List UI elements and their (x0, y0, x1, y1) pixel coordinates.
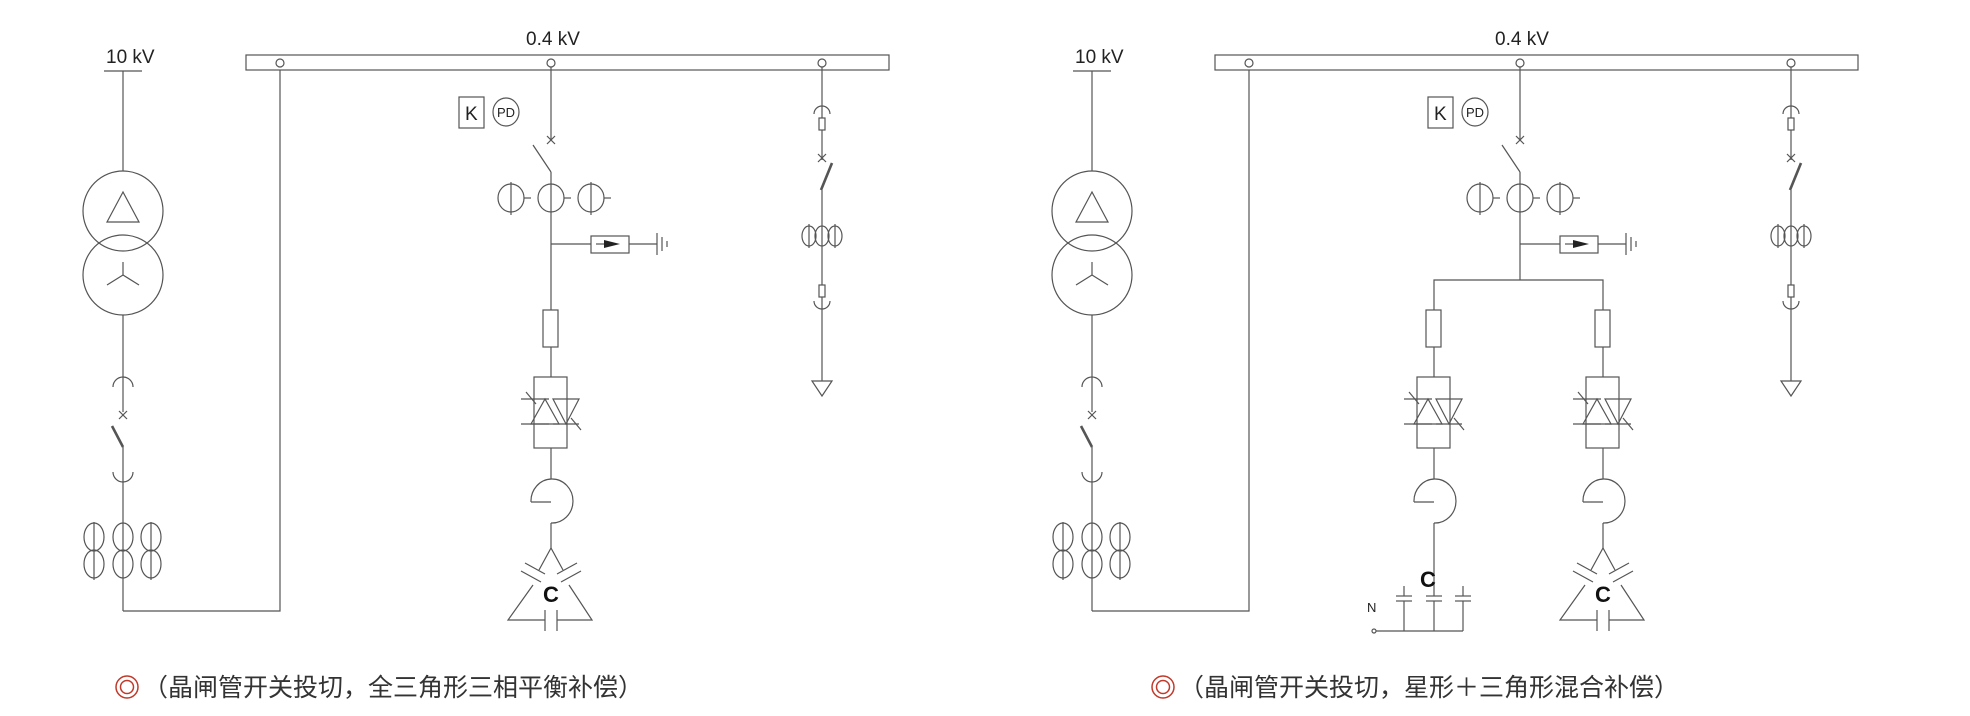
star-capacitor-bank (1371, 523, 1471, 634)
thyristor-switch-branch-delta (1572, 309, 1634, 524)
delta-capacitor-bank (1559, 522, 1645, 632)
transformer-and-busbar (81, 53, 891, 613)
control-k-label: K (465, 104, 478, 125)
star-capacitor-label: C (1420, 567, 1436, 592)
lv-voltage-label: 0.4 kV (1495, 29, 1549, 50)
thyristor-switch-branch-star (1403, 309, 1465, 524)
diagram-caption: （晶闸管开关投切，全三角形三相平衡补偿） (143, 673, 643, 702)
diagram-delta-compensation: 10 kV 0.4 kV K PD C （晶闸管开关投切，全三角形三相平衡补偿） (81, 29, 891, 702)
transformer-and-busbar (1050, 53, 1860, 613)
delta-capacitor-bank (507, 522, 593, 632)
control-k-label: K (1434, 104, 1447, 125)
thyristor-switch-branch (520, 309, 582, 524)
diagram-star-delta-compensation: 10 kV 0.4 kV K PD C N C (1050, 29, 1860, 702)
neutral-label: N (1367, 600, 1376, 615)
hv-voltage-label: 10 kV (1075, 47, 1124, 68)
hv-voltage-label: 10 kV (106, 47, 155, 68)
lv-voltage-label: 0.4 kV (526, 29, 580, 50)
capacitor-label: C (543, 582, 559, 607)
caption-bullet-icon (1151, 675, 1175, 699)
capacitor-label: C (1595, 582, 1611, 607)
control-pd-label: PD (1466, 105, 1484, 120)
control-pd-label: PD (497, 105, 515, 120)
caption-bullet-icon (115, 675, 139, 699)
diagram-caption: （晶闸管开关投切，星形＋三角形混合补偿） (1179, 673, 1679, 702)
